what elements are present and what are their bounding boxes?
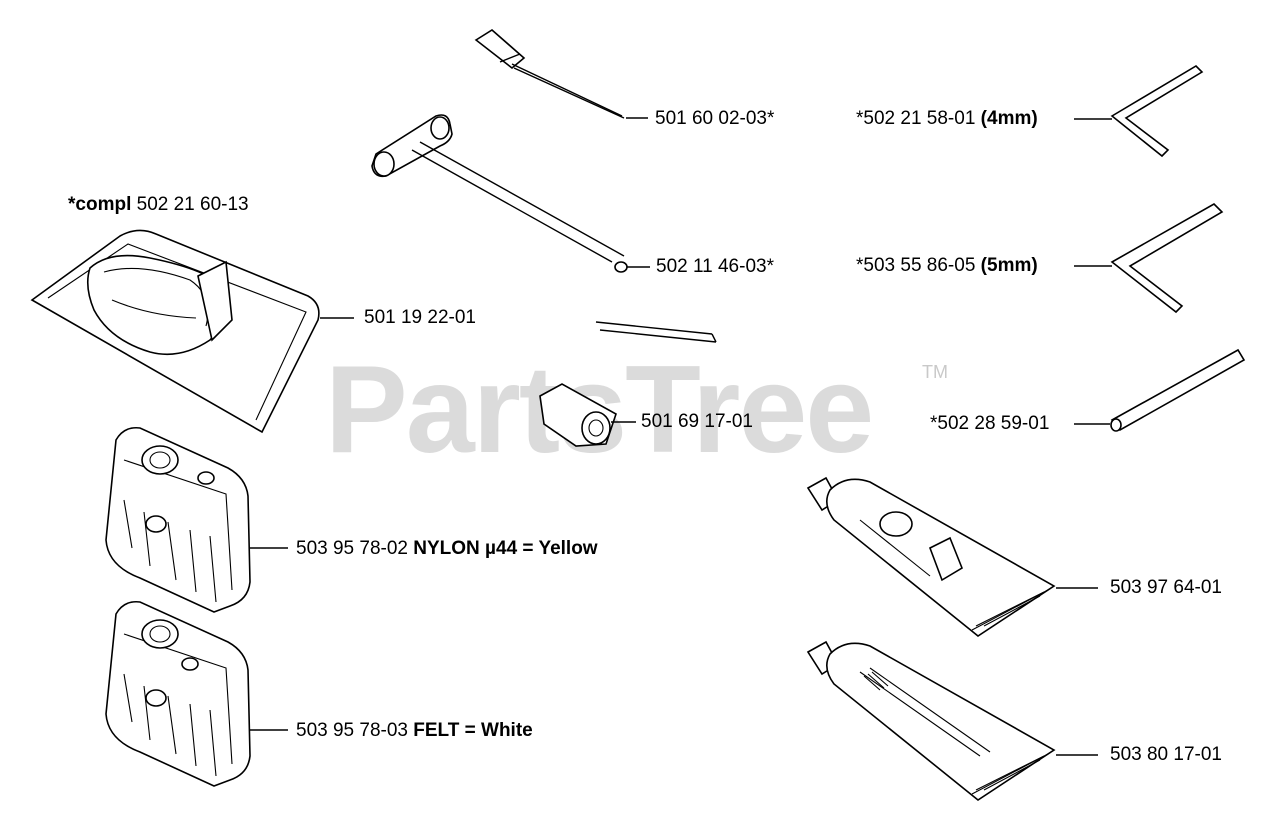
grease-tube-1-part (806, 476, 1098, 637)
air-filter-felt-part (105, 600, 288, 787)
label-screwdriver: 501 60 02-03* (655, 108, 775, 129)
screwdriver-part (474, 29, 648, 119)
label-hex-key-4mm: *502 21 58-01 (4mm) (856, 108, 1038, 129)
tool-bag-part (30, 229, 354, 434)
rod-part (1074, 348, 1246, 432)
label-combination-wrench: 501 69 17-01 (641, 411, 753, 432)
label-air-filter-felt: 503 95 78-03 FELT = White (296, 720, 533, 741)
label-air-filter-nylon: 503 95 78-02 NYLON µ44 = Yellow (296, 538, 598, 559)
grease-tube-2-part (806, 640, 1098, 801)
hex-key-4mm-part (1074, 64, 1204, 158)
air-filter-nylon-part (105, 426, 288, 613)
label-t-bar-wrench: 502 11 46-03* (656, 256, 774, 277)
label-tool-bag: 501 19 22-01 (364, 307, 476, 328)
combination-wrench-part (539, 321, 717, 447)
label-grease-tube-1: 503 97 64-01 (1110, 577, 1222, 598)
t-bar-wrench-part (371, 114, 650, 273)
trademark-mark: TM (922, 362, 948, 382)
hex-key-5mm-part (1074, 203, 1224, 314)
label-rod: *502 28 59-01 (930, 413, 1050, 434)
label-compl: *compl 502 21 60-13 (68, 194, 249, 215)
label-hex-key-5mm: *503 55 86-05 (5mm) (856, 255, 1038, 276)
label-grease-tube-2: 503 80 17-01 (1110, 744, 1222, 765)
